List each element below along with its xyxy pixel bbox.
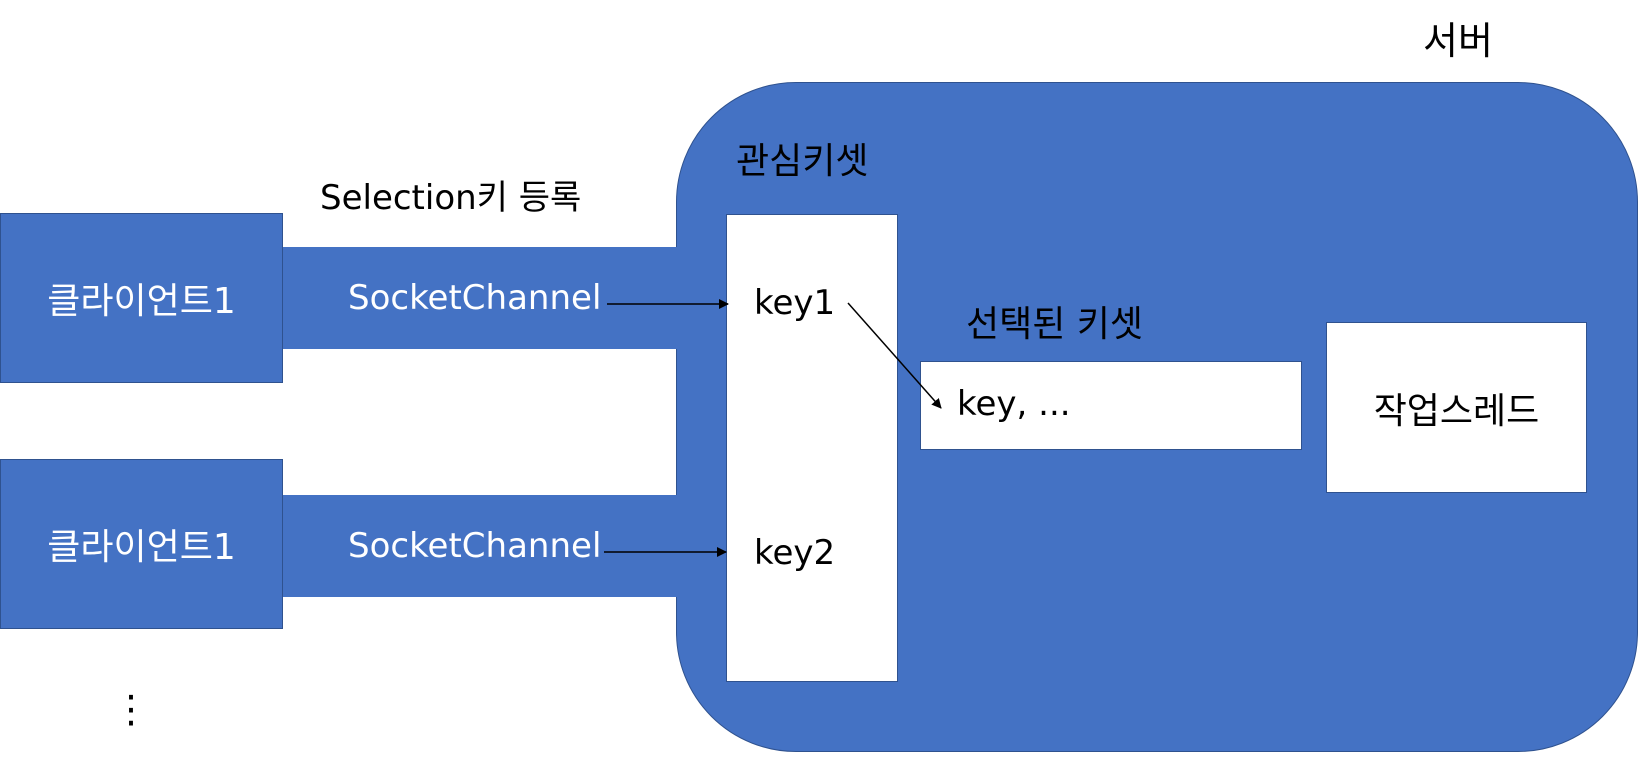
socket-channel-band-2: SocketChannel bbox=[280, 495, 680, 597]
more-clients-indicator: ⋮ bbox=[112, 687, 150, 731]
selected-keys-text: key, ... bbox=[957, 384, 1071, 424]
socket-channel-label-1: SocketChannel bbox=[348, 278, 602, 318]
client-box-1: 클라이언트1 bbox=[0, 213, 283, 383]
worker-thread-label: 작업스레드 bbox=[1373, 390, 1540, 432]
key2-label: key2 bbox=[754, 533, 836, 573]
interest-keyset-box: key1 key2 bbox=[726, 214, 898, 682]
selected-keyset-label: 선택된 키셋 bbox=[966, 304, 1144, 345]
server-label: 서버 bbox=[1423, 19, 1493, 63]
selected-keyset-box: key, ... bbox=[920, 361, 1302, 450]
registration-label: Selection키 등록 bbox=[320, 178, 582, 218]
client-box-2: 클라이언트1 bbox=[0, 459, 283, 629]
client-label-2: 클라이언트1 bbox=[47, 527, 236, 568]
client-label-1: 클라이언트1 bbox=[47, 281, 236, 322]
socket-channel-label-2: SocketChannel bbox=[348, 526, 602, 566]
key1-label: key1 bbox=[754, 283, 836, 323]
interest-keyset-label: 관심키셋 bbox=[736, 141, 869, 182]
worker-thread-box: 작업스레드 bbox=[1326, 322, 1587, 493]
socket-channel-band-1: SocketChannel bbox=[280, 247, 680, 349]
